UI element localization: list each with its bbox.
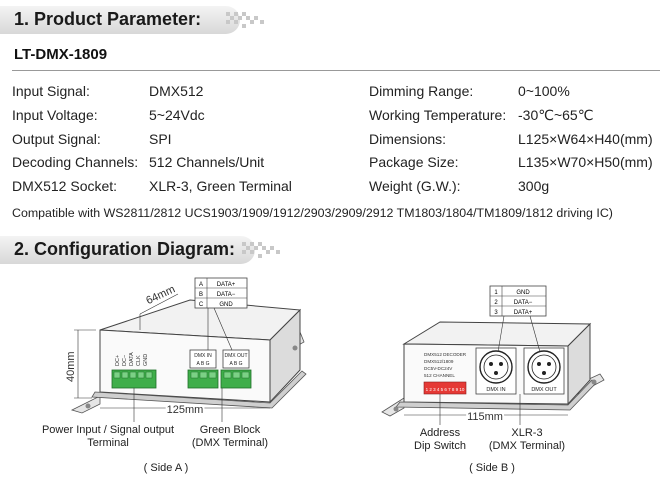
side-a-device [70, 299, 307, 414]
callout-power-line1: Power Input / Signal output [42, 424, 174, 436]
configuration-diagram: DC+ DC− DATA CLK GND DMX IN A B G DMX OU… [0, 270, 671, 485]
param-value: -30℃~65℃ [518, 107, 594, 123]
terminal-label: DC+ [115, 355, 121, 366]
callout-green-line2: (DMX Terminal) [192, 437, 268, 449]
param-label: Output Signal: [12, 131, 101, 147]
dmx-out-terminal: DMX OUT A B G [220, 349, 252, 389]
param-label: Input Voltage: [12, 107, 98, 123]
section-header-configuration-diagram: 2. Configuration Diagram: [0, 236, 300, 264]
param-value: 300g [518, 178, 550, 194]
pin-name: GND [516, 290, 530, 296]
param-value: L125×W64×H40(mm) [518, 131, 653, 147]
pin-pointer-lines [207, 307, 233, 351]
pin-name: DATA+ [217, 282, 236, 288]
dip-numbers: 1 2 3 4 5 6 7 8 9 10 [426, 387, 465, 392]
section-tab [0, 6, 240, 34]
param-value: DMX512 [149, 83, 204, 99]
side-b-pin-table: 1 GND 2 DATA− 3 DATA+ [489, 285, 547, 317]
diagram-svg: DC+ DC− DATA CLK GND DMX IN A B G DMX OU… [42, 277, 605, 474]
pin-name: DATA− [514, 300, 533, 306]
power-terminal-block [111, 369, 157, 389]
param-label: Dimensions: [369, 131, 447, 147]
pin-pointer-lines [497, 315, 541, 353]
xlr-in-connector: DMX IN [475, 347, 517, 395]
dim-length: 125mm [100, 402, 270, 418]
device-line: DC5V-DC24V [424, 366, 453, 371]
abg-label: A B G [196, 361, 209, 367]
callout-lines [439, 394, 521, 425]
pin-id: C [199, 302, 204, 308]
pin-name: GND [219, 302, 233, 308]
callout-dip-line2: Dip Switch [414, 440, 466, 452]
xlr-out-connector: DMX OUT [523, 347, 565, 395]
param-label: Input Signal: [12, 83, 90, 99]
dim-length-b: 115mm [404, 409, 568, 425]
dim-height-label: 40mm [65, 351, 77, 382]
terminal-label: DC− [122, 355, 128, 366]
side-a-caption: ( Side A ) [144, 462, 189, 474]
device-line: DMX512/1809 [424, 359, 454, 364]
pin-id: B [199, 292, 203, 298]
callout-xlr-line2: (DMX Terminal) [489, 440, 565, 452]
address-dip-switch: 1 2 3 4 5 6 7 8 9 10 [423, 381, 467, 395]
callout-dip-line1: Address [420, 427, 461, 439]
dmx-in-label: DMX IN [194, 353, 212, 359]
section-title: 2. Configuration Diagram: [14, 239, 236, 259]
model-name: LT-DMX-1809 [14, 46, 108, 63]
pin-id: 3 [494, 310, 498, 316]
xlr-out-label: DMX OUT [531, 387, 557, 393]
param-value: 5~24Vdc [149, 107, 205, 123]
param-label: DMX512 Socket: [12, 178, 118, 194]
device-line: DMX512 DECODER [424, 352, 467, 357]
pin-id: A [199, 282, 203, 288]
side-a-pin-table: A DATA+ B DATA− C GND [194, 277, 248, 309]
checker-decoration [242, 242, 286, 258]
terminal-label: GND [143, 354, 149, 366]
device-line: 512 CHANNEL [424, 373, 455, 378]
xlr-in-label: DMX IN [486, 387, 505, 393]
pin-name: DATA− [217, 292, 236, 298]
param-label: Working Temperature: [369, 107, 507, 123]
callout-lines [133, 388, 223, 422]
side-a-callouts: Power Input / Signal output Terminal Gre… [42, 424, 268, 474]
param-label: Weight (G.W.): [369, 178, 461, 194]
callout-power-line2: Terminal [87, 437, 129, 449]
param-value: L135×W70×H50(mm) [518, 154, 653, 170]
power-terminal-labels: DC+ DC− DATA CLK GND [115, 352, 149, 366]
dim-length-label: 115mm [467, 411, 503, 423]
terminal-label: DATA [129, 352, 135, 366]
callout-xlr-line1: XLR-3 [511, 427, 542, 439]
param-value: 0~100% [518, 83, 570, 99]
pin-id: 1 [494, 290, 498, 296]
param-label: Dimming Range: [369, 83, 474, 99]
param-value: SPI [149, 131, 172, 147]
dmx-out-label: DMX OUT [224, 353, 247, 359]
terminal-label: CLK [136, 355, 142, 366]
section-tab [0, 236, 255, 264]
section-title: 1. Product Parameter: [14, 9, 202, 29]
checker-decoration [226, 12, 270, 28]
param-label: Decoding Channels: [12, 154, 139, 170]
side-b-caption: ( Side B ) [469, 462, 515, 474]
pin-name: DATA+ [514, 310, 533, 316]
dim-height: 40mm [65, 329, 96, 399]
compatibility-note: Compatible with WS2811/2812 UCS1903/1909… [12, 206, 613, 220]
abg-label: A B G [229, 361, 242, 367]
param-value: 512 Channels/Unit [149, 154, 265, 170]
param-value: XLR-3, Green Terminal [149, 178, 292, 194]
callout-green-line1: Green Block [200, 424, 261, 436]
divider [12, 70, 660, 71]
pin-id: 2 [494, 300, 498, 306]
dmx-in-terminal: DMX IN A B G [187, 349, 219, 389]
side-b-callouts: Address Dip Switch XLR-3 (DMX Terminal) … [414, 427, 565, 474]
param-label: Package Size: [369, 154, 459, 170]
dim-width-label: 64mm [144, 283, 177, 307]
dim-length-label: 125mm [167, 404, 204, 416]
side-b-device-text: DMX512 DECODER DMX512/1809 DC5V-DC24V 51… [424, 352, 467, 378]
section-header-product-parameter: 1. Product Parameter: [0, 6, 300, 34]
